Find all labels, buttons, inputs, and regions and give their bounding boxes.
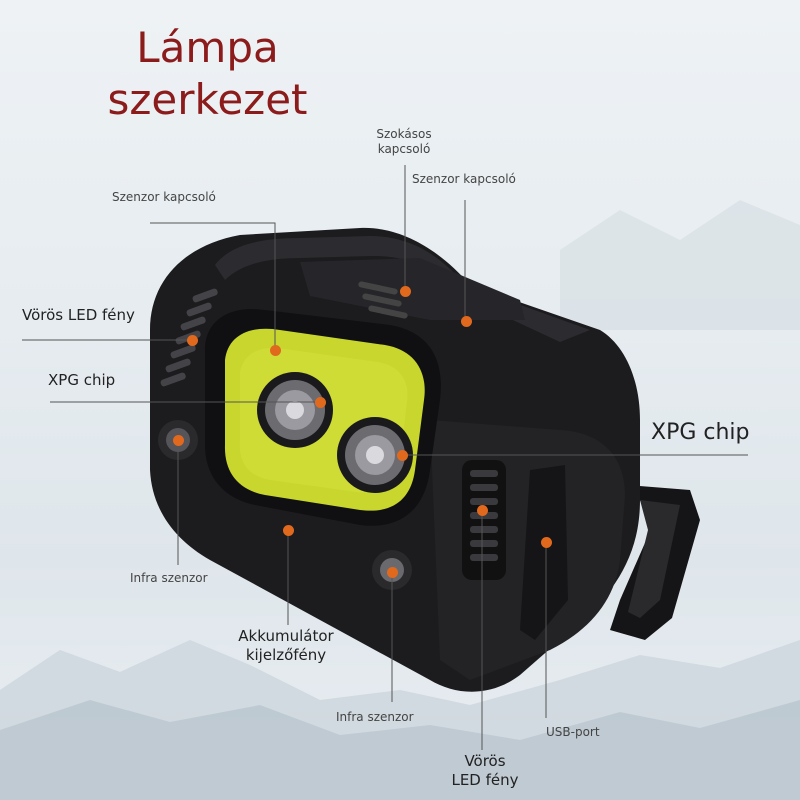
marker-xpg-chip-right	[396, 449, 408, 461]
label-infra-left: Infra szenzor	[130, 571, 208, 585]
label-infra-bottom: Infra szenzor	[336, 710, 414, 724]
label-usb-port: USB-port	[546, 725, 600, 739]
label-sensor-switch-right: Szenzor kapcsoló	[412, 172, 516, 186]
marker-xpg-chip-left	[314, 396, 326, 408]
label-battery-indicator: Akkumulátor kijelzőfény	[226, 627, 346, 665]
label-sensor-switch-left: Szenzor kapcsoló	[112, 190, 216, 204]
marker-sensor-switch-right	[460, 315, 472, 327]
page-title: Lámpa szerkezet	[105, 22, 310, 126]
label-normal-switch-line1: Szokásos	[376, 127, 432, 141]
label-red-led-bottom-line2: LED fény	[451, 771, 519, 789]
marker-red-led-left	[186, 334, 198, 346]
marker-normal-switch	[399, 285, 411, 297]
label-red-led-bottom-line1: Vörös	[464, 752, 506, 770]
label-battery-indicator-line2: kijelzőfény	[245, 646, 327, 664]
title-line-1: Lámpa	[136, 23, 279, 72]
label-normal-switch: Szokásos kapcsoló	[368, 127, 440, 157]
marker-red-led-bottom	[476, 504, 488, 516]
title-line-2: szerkezet	[107, 75, 308, 124]
marker-battery-indicator	[282, 524, 294, 536]
label-red-led-bottom: Vörös LED fény	[440, 752, 530, 790]
label-xpg-chip-left: XPG chip	[48, 371, 116, 389]
label-normal-switch-line2: kapcsoló	[377, 142, 431, 156]
label-xpg-chip-right: XPG chip	[651, 420, 750, 445]
label-battery-indicator-line1: Akkumulátor	[238, 627, 334, 645]
label-red-led-left: Vörös LED fény	[22, 306, 135, 324]
marker-sensor-switch-left	[269, 344, 281, 356]
marker-usb-port	[540, 536, 552, 548]
marker-infra-left	[172, 434, 184, 446]
marker-infra-bottom	[386, 566, 398, 578]
